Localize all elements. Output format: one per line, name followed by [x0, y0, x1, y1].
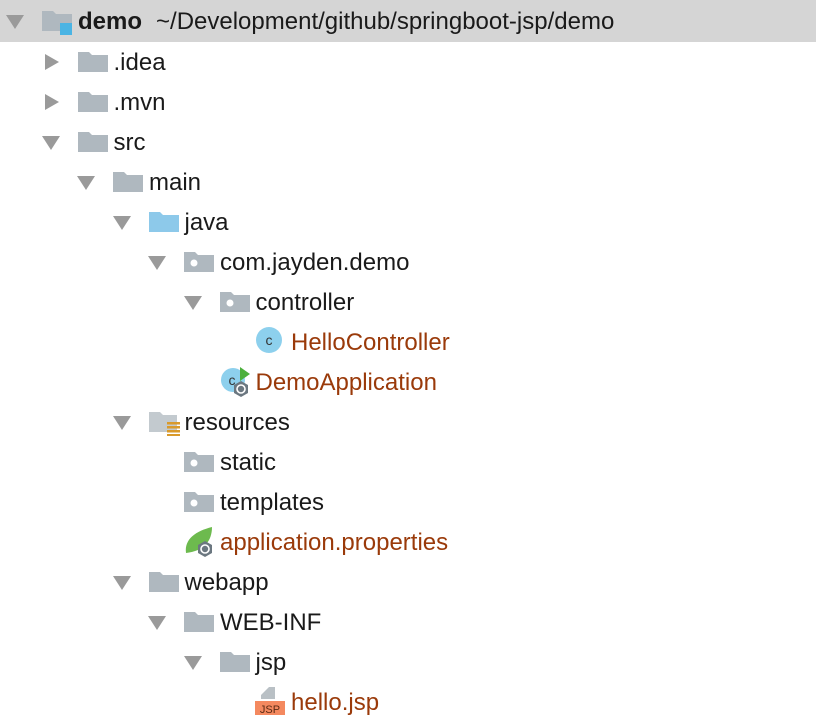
tree-node-label: application.properties	[220, 529, 449, 556]
spring-properties-icon	[184, 527, 214, 557]
tree-node[interactable]: c DemoApplication	[0, 362, 816, 402]
tree-node-label: resources	[184, 409, 290, 436]
tree-node[interactable]: resources	[0, 402, 816, 442]
chevron-right-icon[interactable]	[44, 94, 59, 110]
chevron-right-icon[interactable]	[44, 54, 59, 70]
tree-node-label: hello.jsp	[291, 689, 380, 716]
chevron-down-icon[interactable]	[183, 656, 202, 670]
tree-node-project-root[interactable]: demo ~/Development/github/springboot-jsp/…	[0, 0, 816, 42]
tree-node-label: .mvn	[113, 89, 166, 116]
tree-node-label: src	[113, 129, 146, 156]
tree-node-label: webapp	[184, 569, 269, 596]
svg-text:c: c	[228, 372, 235, 388]
chevron-down-icon[interactable]	[183, 296, 202, 310]
folder-icon	[113, 170, 143, 194]
tree-node-label: templates	[220, 489, 325, 516]
project-name: demo	[78, 8, 143, 35]
folder-icon	[77, 90, 108, 114]
tree-node[interactable]: application.properties	[0, 522, 816, 562]
folder-icon	[148, 570, 179, 594]
folder-icon	[184, 610, 214, 634]
spring-boot-class-icon: c	[220, 367, 250, 397]
chevron-down-icon[interactable]	[112, 416, 131, 430]
tree-node[interactable]: src	[0, 122, 816, 162]
tree-node-label: static	[220, 449, 277, 476]
tree-node[interactable]: WEB-INF	[0, 602, 816, 642]
chevron-down-icon[interactable]	[148, 616, 166, 630]
svg-text:JSP: JSP	[260, 704, 280, 716]
package-icon	[184, 490, 214, 514]
tree-node[interactable]: .mvn	[0, 82, 816, 122]
tree-node-label: jsp	[255, 649, 287, 676]
resources-folder-icon	[148, 410, 180, 436]
folder-icon	[77, 50, 108, 74]
tree-node-label: DemoApplication	[255, 369, 437, 396]
class-icon: c	[255, 327, 285, 357]
tree-node-label: controller	[255, 289, 355, 316]
package-icon	[184, 450, 214, 474]
tree-node[interactable]: java	[0, 202, 816, 242]
tree-node[interactable]: JSP hello.jsp	[0, 682, 816, 722]
tree-node-label: main	[149, 169, 202, 196]
tree-node-label: com.jayden.demo	[220, 249, 410, 276]
folder-icon	[219, 650, 250, 674]
folder-icon	[77, 130, 108, 154]
module-folder-icon	[42, 9, 72, 35]
chevron-down-icon[interactable]	[112, 576, 131, 590]
tree-node[interactable]: controller	[0, 282, 816, 322]
chevron-down-icon[interactable]	[6, 15, 24, 29]
source-folder-icon	[148, 210, 179, 234]
tree-node[interactable]: templates	[0, 482, 816, 522]
tree-node[interactable]: c HelloController	[0, 322, 816, 362]
svg-text:c: c	[266, 332, 273, 348]
chevron-down-icon[interactable]	[77, 176, 95, 190]
chevron-down-icon[interactable]	[112, 216, 131, 230]
tree-node[interactable]: .idea	[0, 42, 816, 82]
tree-node[interactable]: webapp	[0, 562, 816, 602]
tree-node[interactable]: jsp	[0, 642, 816, 682]
tree-node[interactable]: com.jayden.demo	[0, 242, 816, 282]
tree-node-label: WEB-INF	[220, 609, 322, 636]
tree-node[interactable]: static	[0, 442, 816, 482]
tree-node-label: .idea	[113, 49, 166, 76]
tree-node[interactable]: main	[0, 162, 816, 202]
project-path: ~/Development/github/springboot-jsp/demo	[156, 8, 615, 35]
tree-node-label: HelloController	[291, 329, 450, 356]
jsp-file-icon: JSP	[255, 687, 285, 717]
chevron-down-icon[interactable]	[148, 256, 166, 270]
chevron-down-icon[interactable]	[41, 136, 60, 150]
tree-node-label: java	[184, 209, 229, 236]
package-icon	[184, 250, 214, 274]
package-icon	[219, 290, 250, 314]
